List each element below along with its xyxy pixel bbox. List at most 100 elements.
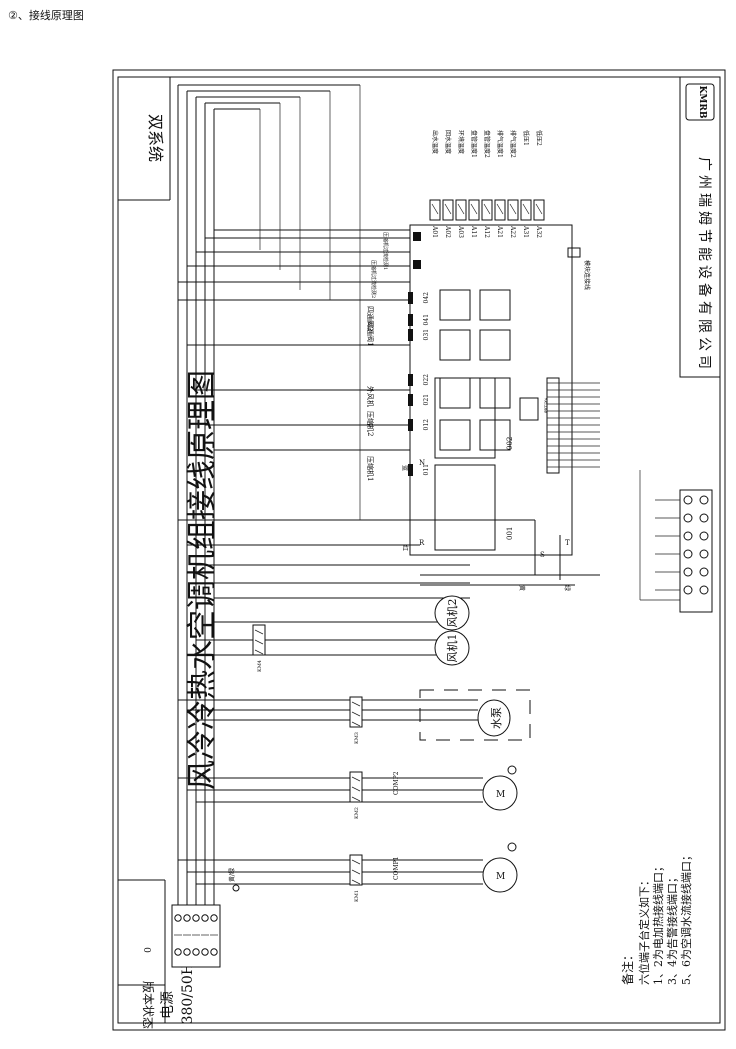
analog-input-label: 低压2 <box>535 130 543 146</box>
terminal-screw <box>699 513 709 523</box>
phase-label: T <box>565 539 570 547</box>
motor-comp2: M COMP2 <box>393 765 518 811</box>
contactor-km1 <box>349 854 363 886</box>
terminal-screw <box>201 948 209 956</box>
notes-title: 备注： <box>620 949 635 985</box>
contactor-contact <box>351 786 361 792</box>
relay-pin <box>408 419 413 431</box>
contactor-contact <box>254 639 264 645</box>
relay-pin-label: 031 <box>423 329 430 340</box>
relay-output-label: 四通阀1 <box>366 321 375 346</box>
fan1-label: 风机1 <box>445 634 459 663</box>
wire-color-label: 蓝 <box>401 465 409 471</box>
comp1-label: COMP1 <box>393 856 400 880</box>
relay-block <box>439 289 471 321</box>
terminal-screw <box>699 495 709 505</box>
revision-label: 版本状态 <box>141 981 155 1029</box>
contactor-contact <box>351 859 361 865</box>
relay-pin-label: 021 <box>423 394 430 405</box>
pump-label: 水泵 <box>490 707 503 729</box>
terminal-screw <box>201 914 209 922</box>
terminal-screw <box>183 948 191 956</box>
analog-pin-label: A11 <box>470 225 477 238</box>
ground-note: 黄/绿 <box>228 868 236 882</box>
comp2-label: COMP2 <box>393 771 400 795</box>
motor-comp1: M COMP1 <box>393 842 518 893</box>
note-line: 1、2为电加热接线端口； <box>651 861 665 985</box>
analog-terminal <box>442 199 454 221</box>
note-line: 5、6为空调水流接线端口； <box>679 850 693 985</box>
analog-input-label: 盘管温度2 <box>483 130 491 158</box>
display-connector <box>519 397 539 421</box>
analog-pin-label: A12 <box>483 225 490 238</box>
fan2-label: 风机2 <box>445 599 459 628</box>
phase-label: S <box>540 551 545 559</box>
company-logo <box>685 83 715 121</box>
io-terminal-strip <box>546 377 600 474</box>
ground-icon <box>232 884 240 892</box>
note-line: 六位端子台定义如下： <box>637 875 651 985</box>
terminal-screw <box>683 531 693 541</box>
terminal-mark <box>509 203 517 215</box>
analog-input-label: 环境温度 <box>457 130 465 154</box>
module-connector <box>567 247 581 258</box>
relay-output-label: 压缩机1 <box>366 456 375 481</box>
motor-symbol: M <box>496 872 505 882</box>
contactor-km3 <box>349 696 363 728</box>
power-spec: 380/50Hz <box>180 956 196 1025</box>
terminal-screw <box>683 495 693 505</box>
six-pin-terminal <box>655 489 713 613</box>
board-001 <box>434 464 496 551</box>
analog-terminal <box>455 199 467 221</box>
logo-text: KMRB <box>697 86 707 119</box>
relay-block <box>479 329 511 361</box>
analog-pin-label: A32 <box>535 225 542 238</box>
relay-pin-label: 042 <box>423 292 430 304</box>
power-label: 电源 <box>160 991 176 1019</box>
board-001-label: 001 <box>506 527 514 540</box>
motor-fan2: 风机2 <box>434 595 470 631</box>
note-line: 3、4为告警接线端口； <box>665 872 679 985</box>
terminal-screw <box>192 948 200 956</box>
relay-pin <box>408 292 413 304</box>
terminal-mark <box>535 203 543 215</box>
terminal-screw <box>174 914 182 922</box>
contactor-contact <box>351 869 361 875</box>
analog-input-label: 回水温度 <box>444 130 452 154</box>
analog-pin-label: A21 <box>496 225 503 238</box>
power-terminal-block <box>171 904 221 968</box>
revision-value: 0 <box>141 947 151 953</box>
system-label: 双系统 <box>146 114 165 162</box>
motor-pump: 水泵 <box>419 689 531 741</box>
contactor-contact <box>351 701 361 707</box>
contactor-contact <box>351 879 361 885</box>
contactor-km2 <box>349 771 363 803</box>
relay-pin <box>408 329 413 341</box>
analog-pin-label: A31 <box>522 225 529 238</box>
ground-icon <box>507 842 517 852</box>
terminal-screw <box>683 585 693 595</box>
relay-output-label: 外风机 <box>366 386 375 407</box>
phase-labels: RSTN红黄绿蓝 <box>401 459 571 591</box>
outer-frame <box>112 69 726 1031</box>
io-strip-body <box>546 377 560 474</box>
company-name: 广州瑞姆节能设备有限公司 <box>696 157 713 373</box>
wire-color-label: 绿 <box>563 585 571 591</box>
analog-input-label: 排气温度2 <box>509 130 517 158</box>
relay-pin-label: 022 <box>423 374 430 386</box>
analog-terminal <box>429 199 441 221</box>
notes: 备注： 六位端子台定义如下： 1、2为电加热接线端口； 3、4为告警接线端口； … <box>620 850 693 985</box>
terminal-screw <box>183 914 191 922</box>
terminal-screw <box>210 948 218 956</box>
contactor-km4 <box>252 624 266 656</box>
contactor-contact <box>254 649 264 655</box>
analog-terminal <box>533 199 545 221</box>
terminal-mark <box>470 203 478 215</box>
relay-block <box>479 289 511 321</box>
wire-color-label: 黄 <box>518 585 526 591</box>
terminal-mark <box>522 203 530 215</box>
relay-output-label: 四通阀2 <box>366 306 375 331</box>
terminal-screw <box>683 549 693 559</box>
company-block <box>679 76 721 378</box>
